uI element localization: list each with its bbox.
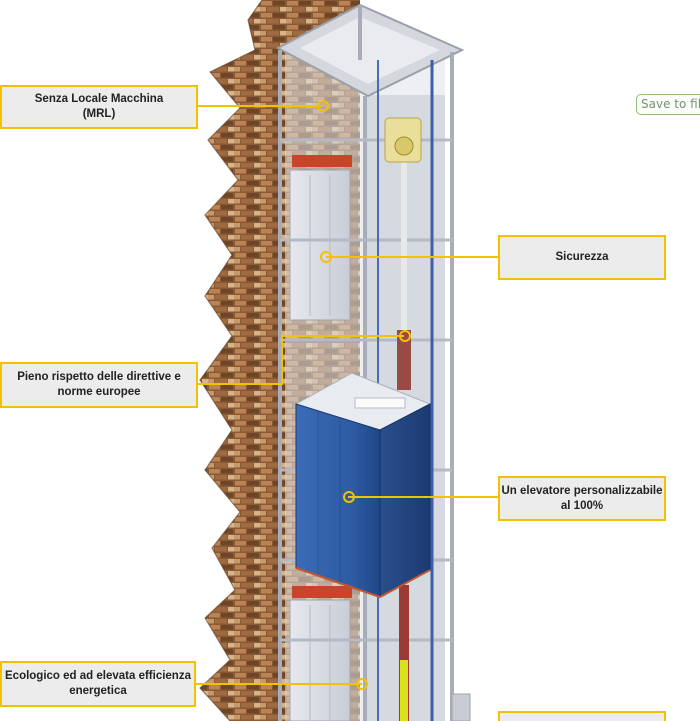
label-mrl-text: Senza Locale Macchina (MRL) [34, 93, 164, 120]
callout-dot-custom [343, 491, 355, 503]
label-safety-text: Sicurezza [555, 251, 609, 263]
landing-door-lower [289, 586, 352, 721]
label-eco: Ecologico ed ad elevata efficienza energ… [0, 661, 196, 707]
piston-lower [399, 585, 409, 721]
save-to-file-button[interactable]: Save to file [636, 94, 700, 115]
piston-upper [397, 330, 411, 390]
label-compliance-text: Pieno rispetto delle direttive e norme e… [17, 371, 181, 398]
label-partial-bottom [498, 711, 666, 721]
label-compliance: Pieno rispetto delle direttive e norme e… [0, 362, 198, 408]
label-safety: Sicurezza [498, 235, 666, 280]
label-custom: Un elevatore personalizzabile al 100% [498, 476, 666, 521]
landing-door-upper [289, 155, 352, 321]
callout-lines [196, 105, 500, 685]
callout-dot-compliance [399, 330, 411, 342]
elevator-cabin [294, 372, 432, 599]
callout-dot-mrl [317, 100, 329, 112]
label-mrl: Senza Locale Macchina (MRL) [0, 85, 198, 129]
callout-dot-safety [320, 251, 332, 263]
label-custom-text: Un elevatore personalizzabile al 100% [501, 484, 663, 512]
drive-pulley [384, 117, 422, 163]
callout-dot-eco [356, 678, 368, 690]
label-eco-text: Ecologico ed ad elevata efficienza energ… [5, 670, 191, 697]
